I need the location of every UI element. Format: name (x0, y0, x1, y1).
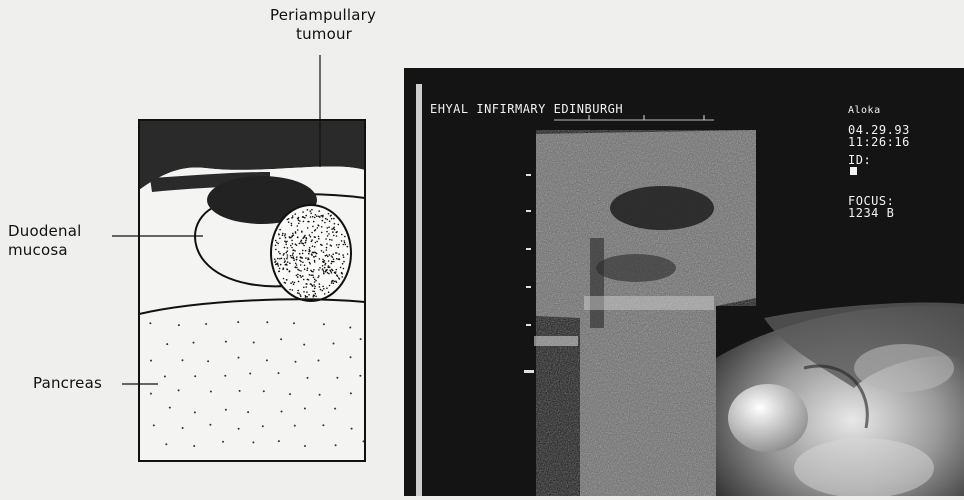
ultrasound-image: EHYAL INFIRMARY EDINBURGH Aloka 04.29.93… (404, 68, 964, 496)
label-duodenal-line2: mucosa (8, 241, 81, 260)
label-periampullary-line2: tumour (270, 25, 376, 44)
scan-focus-value: 1234 B (848, 207, 894, 219)
label-periampullary-line1: Periampullary (270, 6, 376, 25)
grayscale-bar (416, 84, 422, 496)
scan-time: 11:26:16 (848, 136, 910, 148)
label-duodenal-mucosa: Duodenal mucosa (8, 222, 81, 260)
papilla-bulge (728, 384, 808, 452)
schematic-diagram: Periampullary tumour Duodenal mucosa Pan… (0, 0, 400, 496)
scan-brand: Aloka (848, 105, 881, 117)
scan-id-label: ID: (848, 154, 871, 166)
label-periampullary: Periampullary tumour (270, 6, 376, 44)
depth-scale-marks (524, 174, 534, 373)
label-pancreas: Pancreas (33, 374, 102, 393)
hypoechoic-lesion (610, 186, 714, 230)
scan-header: EHYAL INFIRMARY EDINBURGH (430, 103, 623, 115)
endoscopy-inset (716, 303, 964, 496)
scan-id-cursor (850, 167, 857, 175)
label-duodenal-line1: Duodenal (8, 222, 81, 241)
pancreatic-mass (271, 205, 351, 301)
